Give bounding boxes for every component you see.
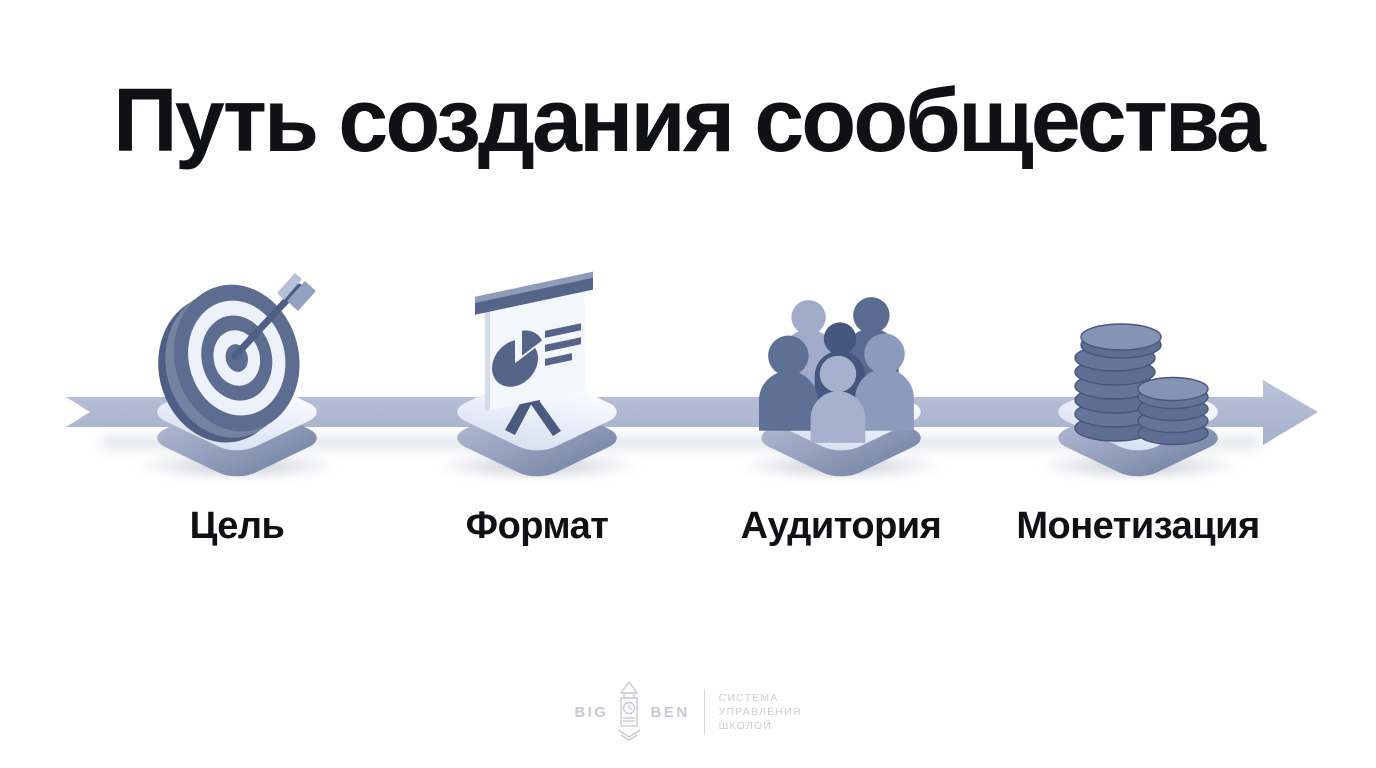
presentation-board-icon [475, 271, 593, 436]
step-audience: Аудитория [711, 255, 971, 585]
people-group-icon [758, 297, 914, 443]
arrow-shadow [100, 437, 1260, 449]
step-label: Монетизация [1016, 505, 1260, 547]
page-title: Путь создания сообщества [113, 71, 1266, 171]
brand-lockup: BIG BEN [574, 680, 689, 744]
target-icon [158, 273, 316, 443]
footer-tagline: СИСТЕМА УПРАВЛЕНИЯ ШКОЛОЙ [719, 691, 802, 733]
step-label: Цель [189, 505, 285, 547]
brand-word-right: BEN [650, 703, 690, 721]
step-goal: Цель [107, 255, 367, 585]
step-label: Формат [465, 505, 609, 547]
tagline-line: ШКОЛОЙ [718, 720, 773, 732]
step-monetization: Монетизация [1008, 255, 1268, 585]
step-label: Аудитория [740, 505, 942, 547]
step-format: Формат [407, 255, 667, 585]
tagline-line: УПРАВЛЕНИЯ [718, 706, 802, 718]
footer-logo: BIG BEN СИСТЕМА УПРАВЛЕНИЯ ШКОЛОЙ [0, 680, 1376, 744]
brand-word-left: BIG [574, 703, 609, 721]
right-arrow-icon [66, 380, 1318, 445]
tagline-line: СИСТЕМА [718, 692, 779, 704]
big-ben-tower-icon [618, 680, 641, 741]
coin-stacks-icon [1074, 323, 1209, 446]
footer-divider [703, 689, 705, 735]
